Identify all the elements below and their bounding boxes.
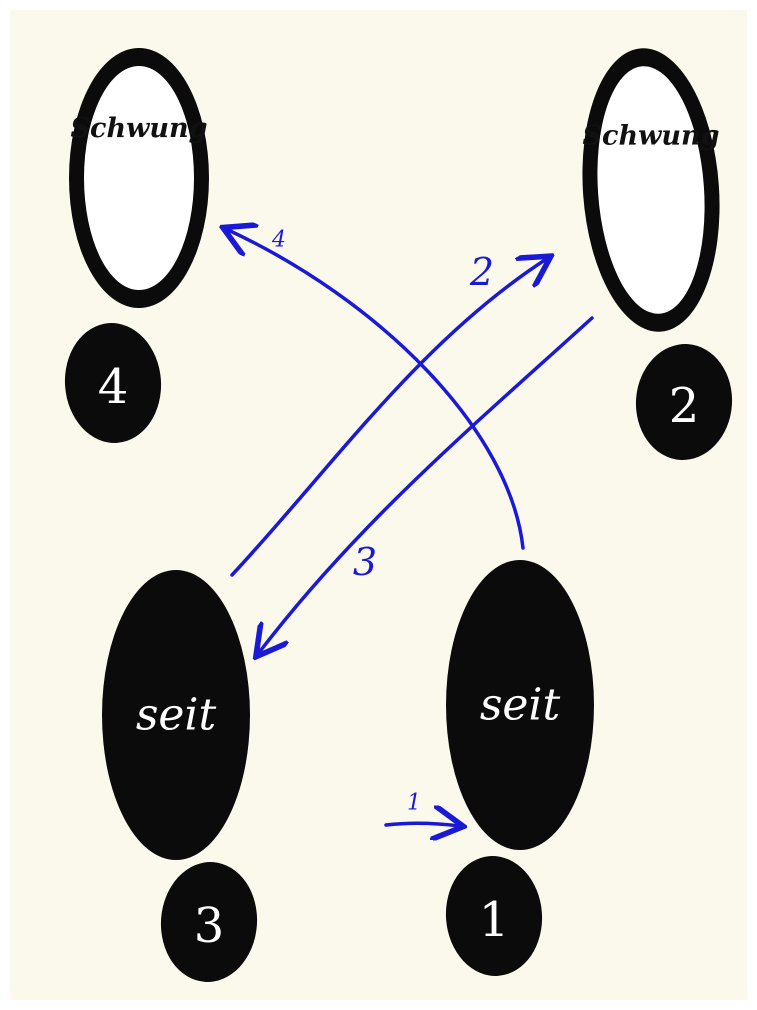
arrow-line-3 (258, 316, 594, 654)
arrow-line-2 (230, 258, 548, 577)
sole-3 (102, 570, 250, 860)
arrow-label-4: 4 (271, 228, 286, 253)
arrow-label-1: 1 (407, 791, 421, 816)
sole-1 (446, 560, 594, 850)
step-number-1: 1 (479, 892, 510, 948)
sole-label-1: seit (480, 680, 561, 731)
step-number-3: 3 (194, 898, 225, 954)
sole-4 (84, 66, 194, 290)
sole-label-3: seit (136, 690, 217, 741)
step-number-4: 4 (98, 359, 129, 415)
sole-2 (597, 66, 705, 314)
arrow-line-1 (384, 823, 460, 826)
arrow-1: 1 (384, 791, 460, 827)
arrow-2: 2 (230, 250, 548, 577)
heel-3 (160, 862, 258, 982)
footprint-3: 3 seit (102, 570, 258, 982)
arrow-label-2: 2 (469, 250, 494, 294)
arrow-3: 3 (258, 316, 594, 654)
step-number-2: 2 (669, 378, 700, 434)
arrows-layer: 1 2 3 4 (226, 228, 594, 827)
heel-4 (64, 323, 162, 443)
arrow-line-4 (226, 229, 525, 550)
heel-2 (635, 344, 733, 460)
footprint-1: 1 seit (445, 560, 594, 976)
footprint-2: 2 Schwung (582, 48, 733, 460)
footprint-4: 4 Schwung (64, 48, 209, 443)
arrow-4: 4 (226, 228, 525, 550)
sole-label-2: Schwung (583, 121, 720, 152)
arrow-label-3: 3 (353, 540, 377, 584)
feet-layer: 1 seit 2 Schwung 3 seit 4 Schwung (64, 48, 733, 982)
sole-label-4: Schwung (71, 113, 208, 144)
heel-1 (445, 856, 543, 976)
